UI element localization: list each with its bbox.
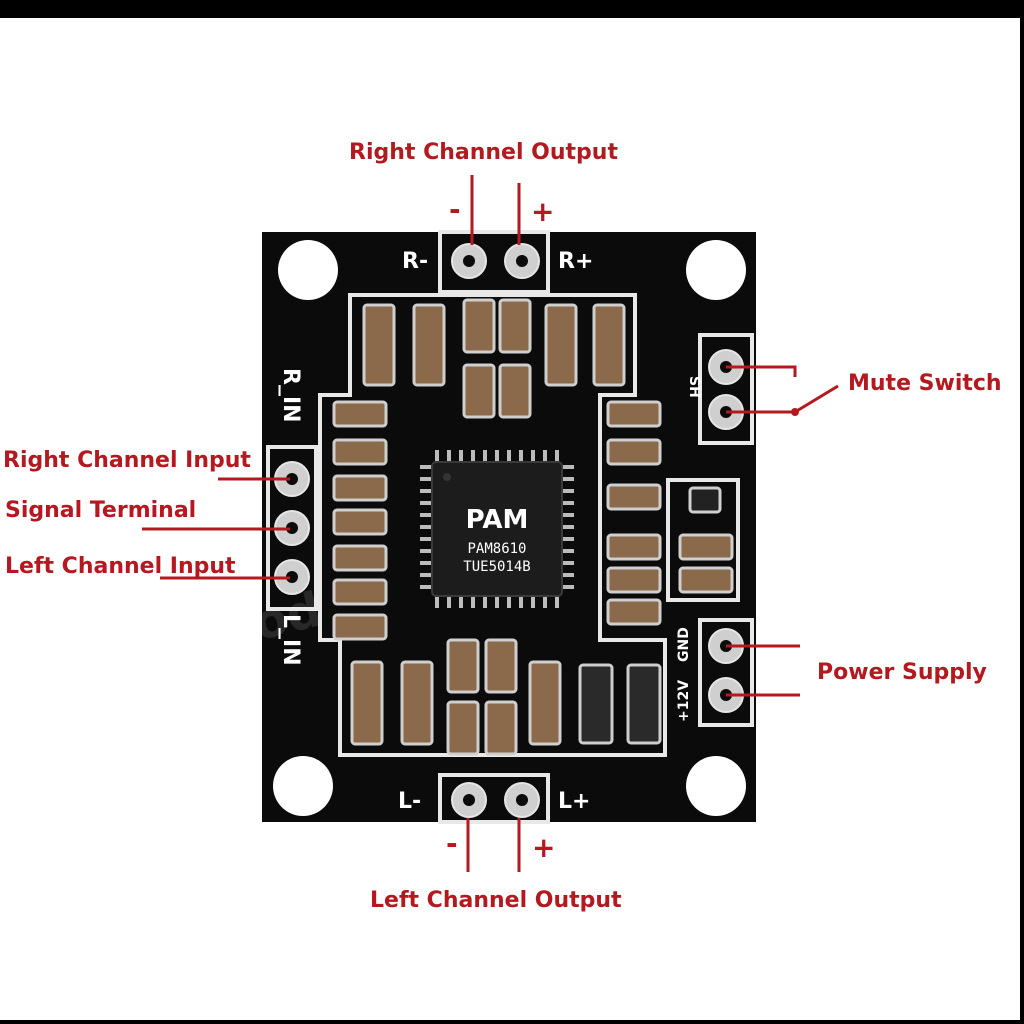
- silk-12v: +12V: [676, 680, 692, 722]
- chip-model: PAM8610: [467, 541, 526, 557]
- silk-sh: SH: [686, 376, 702, 398]
- right-channel-output-label: Right Channel Output: [349, 140, 618, 165]
- left-output-minus-sign: -: [446, 827, 458, 860]
- signal-terminal-label: Signal Terminal: [5, 498, 197, 523]
- chip-code: TUE5014B: [463, 559, 530, 575]
- smd-components: [332, 298, 734, 756]
- chip-logo: PAM: [466, 505, 529, 535]
- silkscreen-outline: [266, 230, 754, 824]
- left-channel-output-label: Left Channel Output: [370, 888, 622, 913]
- silk-r-plus: R+: [558, 249, 593, 274]
- bottom-border: [0, 1020, 1024, 1024]
- mounting-hole-bottom-right: [686, 756, 746, 816]
- right-channel-input-label: Right Channel Input: [3, 448, 251, 473]
- left-output-plus-sign: +: [532, 831, 556, 864]
- mounting-hole-bottom-left: [273, 756, 333, 816]
- mute-switch-label: Mute Switch: [848, 371, 1002, 396]
- silk-l-in: L_IN: [278, 614, 303, 666]
- right-output-minus-sign: -: [449, 193, 461, 226]
- silk-l-minus: L-: [398, 789, 421, 814]
- top-border: [0, 0, 1024, 18]
- silk-l-plus: L+: [558, 789, 590, 814]
- silk-gnd: GND: [676, 627, 692, 662]
- left-channel-input-label: Left Channel Input: [5, 554, 236, 579]
- right-border: [1020, 0, 1024, 1024]
- power-supply-label: Power Supply: [817, 660, 987, 685]
- mounting-hole-top-right: [686, 240, 746, 300]
- silk-r-in: R_IN: [278, 368, 303, 423]
- mute-callout-dot: [791, 408, 799, 416]
- pam8610-chip: PAM PAM8610 TUE5014B: [420, 450, 574, 608]
- right-output-plus-sign: +: [531, 195, 555, 228]
- silk-r-minus: R-: [402, 249, 428, 274]
- mounting-hole-top-left: [278, 240, 338, 300]
- callout-lines: [142, 175, 839, 872]
